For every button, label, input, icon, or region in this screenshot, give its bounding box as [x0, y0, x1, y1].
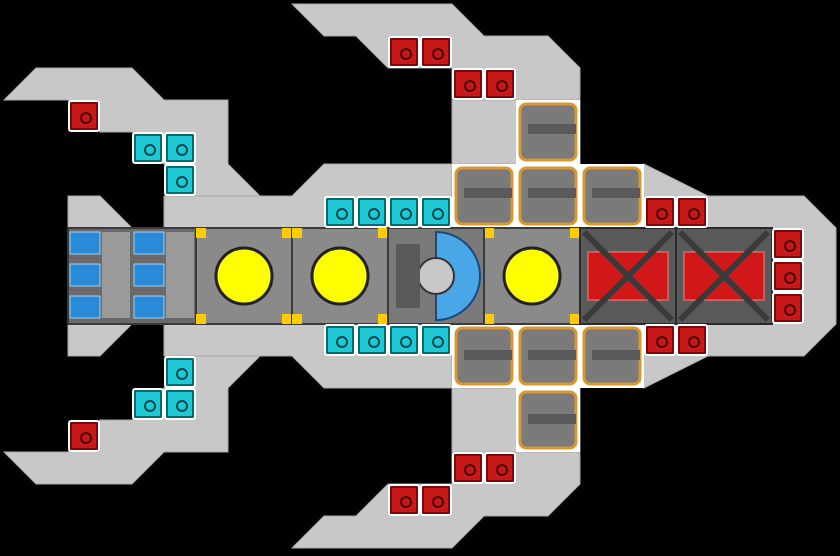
armor-block-icon[interactable] [388, 36, 420, 68]
shield-block-icon[interactable] [420, 324, 452, 356]
shield-block-icon[interactable] [356, 324, 388, 356]
armor-block-icon[interactable] [68, 100, 100, 132]
shield-block-icon[interactable] [164, 164, 196, 196]
shield-block-icon[interactable] [164, 388, 196, 420]
armor-block-icon[interactable] [676, 196, 708, 228]
red-engine-icon[interactable] [579, 227, 677, 325]
shield-block-icon[interactable] [132, 388, 164, 420]
cockpit-dome-icon[interactable] [387, 227, 485, 325]
armor-block-icon[interactable] [484, 452, 516, 484]
armor-block-icon[interactable] [772, 260, 804, 292]
shield-block-icon[interactable] [388, 324, 420, 356]
reactor-core-icon[interactable] [195, 227, 293, 325]
thruster-bank [67, 227, 197, 325]
reactor-core-icon[interactable] [483, 227, 581, 325]
shield-block-icon[interactable] [164, 132, 196, 164]
shield-block-icon[interactable] [132, 132, 164, 164]
armor-block-icon[interactable] [452, 452, 484, 484]
armor-block-icon[interactable] [644, 324, 676, 356]
shield-block-icon[interactable] [420, 196, 452, 228]
armor-block-icon[interactable] [484, 68, 516, 100]
shield-block-icon[interactable] [324, 324, 356, 356]
turret-barrels [464, 124, 640, 424]
armor-block-icon[interactable] [676, 324, 708, 356]
shield-block-icon[interactable] [324, 196, 356, 228]
shield-block-icon[interactable] [164, 356, 196, 388]
shield-block-icon[interactable] [356, 196, 388, 228]
reactor-core-icon[interactable] [291, 227, 389, 325]
armor-block-icon[interactable] [772, 228, 804, 260]
armor-block-icon[interactable] [644, 196, 676, 228]
armor-block-icon[interactable] [452, 68, 484, 100]
armor-block-icon[interactable] [68, 420, 100, 452]
shield-block-icon[interactable] [388, 196, 420, 228]
red-engine-icon[interactable] [675, 227, 773, 325]
armor-block-icon[interactable] [420, 484, 452, 516]
armor-block-icon[interactable] [388, 484, 420, 516]
armor-block-icon[interactable] [420, 36, 452, 68]
armor-block-icon[interactable] [772, 292, 804, 324]
